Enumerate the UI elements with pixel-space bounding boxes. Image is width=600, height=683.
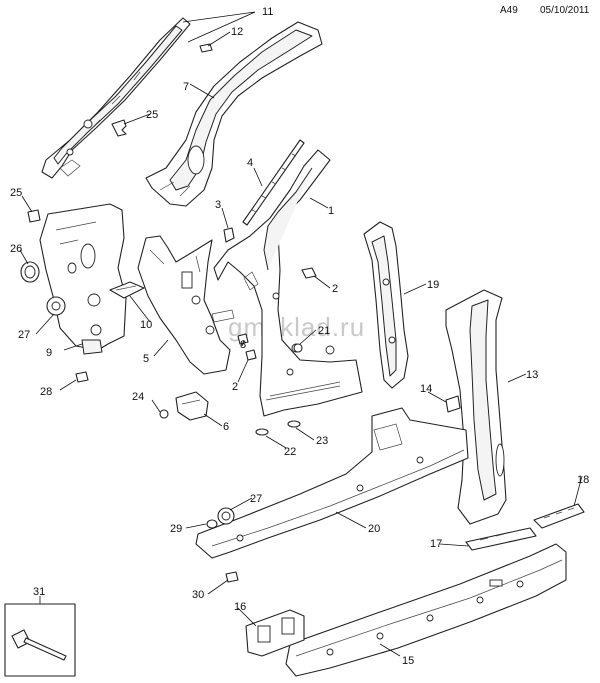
- part-30-nut: [225, 571, 239, 583]
- part-9-inner-panel: [39, 203, 127, 355]
- callout-10: 10: [140, 319, 152, 331]
- callout-20: 20: [368, 523, 380, 535]
- part-28-nut: [75, 371, 89, 383]
- callout-26: 26: [10, 243, 22, 255]
- callout-29: 29: [170, 523, 182, 535]
- callout-7: 7: [183, 81, 189, 93]
- callout-16: 16: [234, 601, 246, 613]
- part-20-rocker-inner: [195, 407, 469, 559]
- part-27-grommet-upper: [46, 296, 66, 316]
- part-31-rivet-detail: [4, 603, 76, 677]
- part-21-plug: [293, 343, 303, 353]
- watermark: gmsklad.ru: [228, 312, 365, 342]
- part-8-clip: [237, 333, 249, 345]
- callout-2-upper: 2: [332, 283, 338, 295]
- part-27-grommet-lower: [217, 507, 235, 525]
- part-2-nut-upper: [301, 267, 317, 279]
- part-14-clip: [445, 395, 461, 413]
- part-5-hinge-pillar-inner: [137, 235, 235, 375]
- callout-11: 11: [262, 6, 273, 18]
- callout-25-upper: 25: [146, 109, 158, 121]
- page-code: A49: [500, 5, 518, 16]
- callout-19: 19: [427, 279, 439, 291]
- part-15-rocker-outer: [285, 543, 567, 677]
- callout-6: 6: [223, 421, 229, 433]
- part-4-strip: [242, 139, 305, 226]
- part-25-clip: [27, 209, 41, 223]
- part-10-plate: [109, 281, 145, 299]
- callout-18: 18: [577, 474, 589, 486]
- part-22-pad: [255, 428, 269, 436]
- part-2-nut-lower: [245, 349, 257, 361]
- part-18-bracket: [533, 503, 585, 529]
- callout-28: 28: [40, 386, 52, 398]
- part-12-clip: [199, 43, 213, 53]
- callout-22: 22: [284, 446, 296, 458]
- part-19-b-pillar-inner: [363, 221, 409, 389]
- callout-labels: 11 12 7 25 4 1 3 25 26 2 19 27 10 21 9 8…: [10, 6, 589, 667]
- part-13-b-pillar-outer: [445, 289, 507, 525]
- callout-31: 31: [33, 586, 45, 598]
- part-23-pad: [287, 420, 301, 428]
- callout-24: 24: [132, 391, 144, 403]
- part-11-roof-rail-reinforcement: [41, 17, 191, 179]
- callout-14: 14: [420, 383, 432, 395]
- callout-2-lower: 2: [232, 381, 238, 393]
- callout-17: 17: [430, 538, 442, 550]
- callout-23: 23: [316, 435, 328, 447]
- part-26-grommet: [20, 261, 40, 283]
- part-25-upper-clip: [111, 119, 127, 137]
- part-6-bracket: [175, 391, 209, 421]
- callout-27-upper: 27: [18, 329, 30, 341]
- callout-30: 30: [192, 589, 204, 601]
- callout-9: 9: [46, 347, 52, 359]
- callout-3: 3: [215, 199, 221, 211]
- part-16-bracket: [245, 609, 305, 657]
- part-17-bracket: [465, 527, 537, 551]
- callout-1: 1: [328, 205, 334, 217]
- part-3-bracket: [223, 227, 235, 243]
- callout-4: 4: [247, 157, 253, 169]
- part-1-a-pillar-outer: [213, 149, 363, 417]
- callout-15: 15: [402, 655, 414, 667]
- part-7-a-pillar-reinforcement: [145, 21, 323, 207]
- callout-13: 13: [526, 369, 538, 381]
- callout-27-lower: 27: [250, 493, 262, 505]
- diagram-date: 05/10/2011: [540, 5, 590, 16]
- callout-21: 21: [318, 325, 330, 337]
- callout-8: 8: [240, 339, 246, 351]
- callout-25-lower: 25: [10, 187, 22, 199]
- callout-12: 12: [231, 26, 243, 38]
- callout-5: 5: [143, 353, 149, 365]
- leader-lines: [19, 11, 583, 657]
- part-24-bolt: [159, 409, 169, 419]
- part-29-plug: [206, 519, 218, 529]
